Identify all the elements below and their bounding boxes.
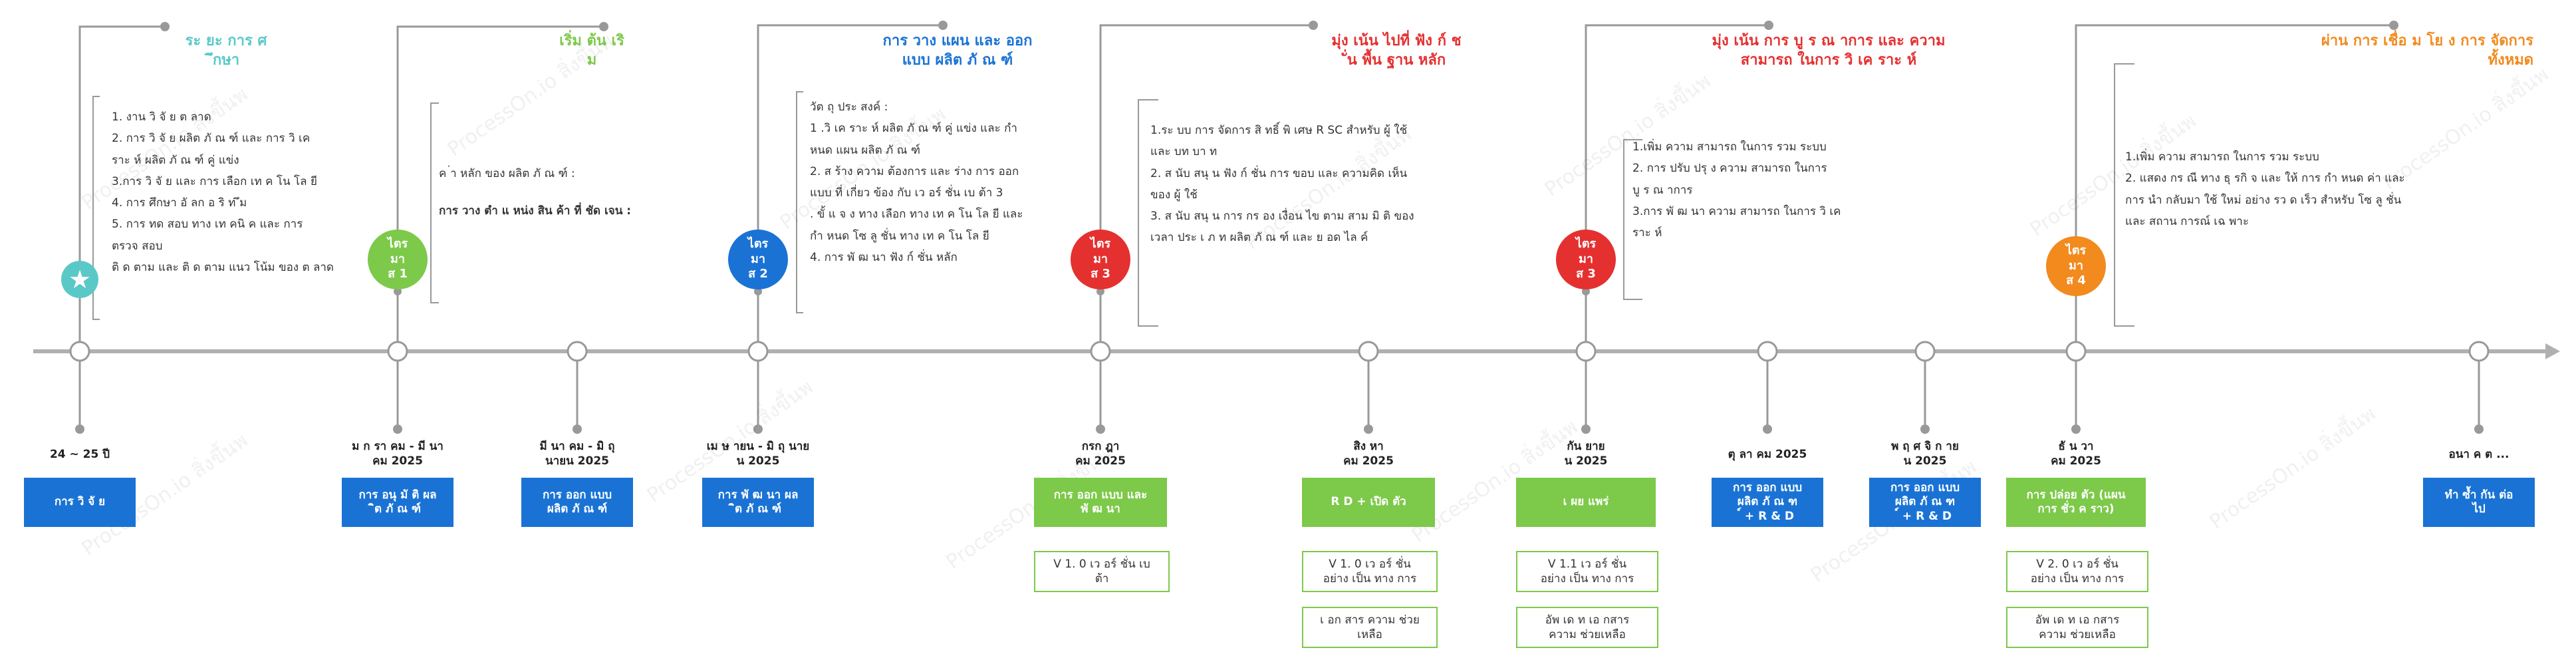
timeline-node	[387, 341, 408, 362]
quarter-badge-5: ไตร มา ส 4	[2046, 236, 2106, 296]
release-box: V 1. 0 เว อร์ ชั่น เบ ต้า	[1034, 551, 1170, 592]
phase-title-1: ระ ยะ การ ศ ึกษา	[185, 33, 267, 69]
docs-box: อัพ เด ท เอ กสาร ความ ช่วยเหลือ	[1516, 607, 1658, 648]
milestone-box-9: การ ออก แบบ ผลิต ภั ณ ฑ ์ + R & D	[1869, 478, 1981, 527]
star-icon: ★	[68, 265, 91, 294]
release-box: V 1.1 เว อร์ ชั่น อย่าง เป็น ทาง การ	[1516, 551, 1658, 592]
bracket-5	[1623, 139, 1642, 300]
milestone-box-11: ทำ ซ้ำ กัน ต่อ ไป	[2423, 478, 2535, 527]
timeline-node	[1757, 341, 1778, 362]
milestone-box-4: การ พั ฒ นา ผล ิต ภั ณ ฑ์	[702, 478, 814, 527]
release-box: V 2. 0 เว อร์ ชั่น อย่าง เป็น ทาง การ	[2006, 551, 2148, 592]
timeline-node	[2065, 341, 2087, 362]
phase-title-6: ผ่าน การ เชื่อ ม โย ง การ จัดการ ทั้งหมด	[2321, 33, 2533, 69]
milestone-box-10: การ ปล่อย ตัว (แผน การ ชั่ว ค ราว)	[2006, 478, 2146, 527]
timeline-node	[1358, 341, 1379, 362]
docs-box: เ อก สาร ความ ช่วย เหลือ	[1302, 607, 1438, 648]
milestone-box-1: การ วิ จั ย	[24, 478, 136, 527]
phase-title-5: มุ่ง เน้น การ บู ร ณ าการ และ ความ สามาร…	[1712, 33, 1946, 69]
phase-desc-4: 1.ระ บบ การ จัดการ สิ ทธิ์ พิ เศษ R SC ส…	[1150, 124, 1414, 245]
milestone-date-1: 24 ~ 25 ปี	[49, 448, 110, 461]
milestone-box-6: R D + เปิด ตัว	[1302, 478, 1435, 527]
timeline-node	[747, 341, 769, 362]
phase-connector-1	[78, 25, 165, 351]
milestone-box-5: การ ออก แบบ และ พั ฒ นา	[1034, 478, 1167, 527]
milestone-date-6: สิง หา คม 2025	[1343, 440, 1394, 468]
milestone-date-11: อนา ค ต ...	[2448, 448, 2510, 461]
milestone-date-5: กรก ฎา คม 2025	[1075, 440, 1126, 468]
timeline-node	[2468, 341, 2490, 362]
quarter-badge-4: ไตร มา ส 3	[1556, 230, 1616, 289]
milestone-date-8: ตุ ลา คม 2025	[1728, 448, 1807, 461]
milestone-date-7: กัน ยาย น 2025	[1564, 440, 1608, 468]
star-circle	[61, 261, 98, 298]
timeline-node	[69, 341, 90, 362]
milestone-date-4: เม ษ ายน - มิ ถุ นาย น 2025	[706, 440, 810, 468]
timeline-node	[1575, 341, 1597, 362]
milestone-date-3: มี นา คม - มิ ถุ นายน 2025	[539, 440, 615, 468]
phase-title-3: การ วาง แผน และ ออก แบบ ผลิต ภั ณ ฑ์	[882, 33, 1033, 69]
timeline-node	[567, 341, 588, 362]
quarter-badge-2: ไตร มา ส 2	[728, 230, 788, 289]
phase-title-4: มุ่ง เน้น ไปที่ ฟัง ก์ ช ั่น พื้น ฐาน หล…	[1331, 33, 1462, 69]
timeline-node	[1090, 341, 1111, 362]
quarter-badge-1: ไตร มา ส 1	[368, 230, 428, 289]
milestone-box-2: การ อนุ มั ติ ผล ิต ภั ณ ฑ์	[342, 478, 453, 527]
timeline-node	[1914, 341, 1936, 362]
release-box: V 1. 0 เว อร์ ชั่น อย่าง เป็น ทาง การ	[1302, 551, 1438, 592]
bracket-6	[2114, 63, 2134, 327]
milestone-date-10: ธั น วา คม 2025	[2051, 440, 2101, 468]
timeline-arrow	[2545, 343, 2560, 359]
quarter-badge-3: ไตร มา ส 3	[1071, 230, 1130, 289]
phase-desc-3: วัต ถุ ประ สงค์ :1 .วิ เค ราะ ห์ ผลิต ภั…	[810, 100, 1023, 265]
phase-title-2: เริ่ม ต้น เริ ม	[559, 33, 624, 69]
docs-box: อัพ เด ท เอ กสาร ความ ช่วยเหลือ	[2006, 607, 2148, 648]
milestone-box-8: การ ออก แบบ ผลิต ภั ณ ฑ ์ + R & D	[1712, 478, 1823, 527]
milestone-date-9: พ ฤ ศ จิ ก าย น 2025	[1891, 440, 1959, 468]
bracket-3	[796, 91, 803, 313]
milestone-date-2: ม ก รา คม - มี นา คม 2025	[352, 440, 444, 468]
milestone-box-7: เ ผย แพร่	[1516, 478, 1656, 527]
phase-desc-2: ค ่า หลัก ของ ผลิต ภั ณ ฑ์ :การ วาง ตำ แ…	[439, 167, 632, 218]
bracket-4	[1138, 99, 1158, 327]
bracket-2	[430, 102, 439, 303]
milestone-box-3: การ ออก แบบ ผลิต ภั ณ ฑ์	[521, 478, 633, 527]
bracket-1	[92, 96, 100, 320]
